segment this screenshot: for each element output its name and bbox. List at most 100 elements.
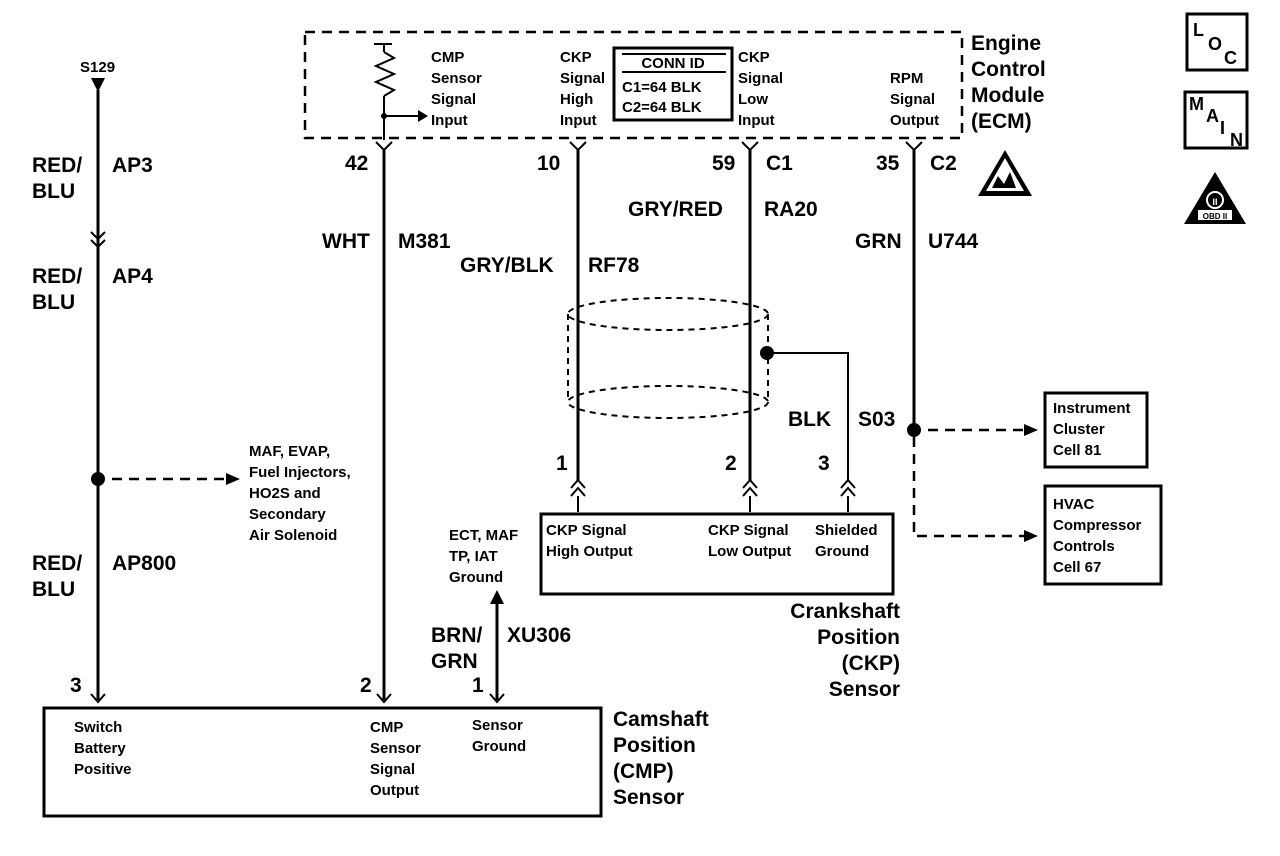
svg-text:CMP: CMP bbox=[370, 719, 403, 736]
svg-text:CKP Signal: CKP Signal bbox=[546, 522, 627, 539]
svg-text:Low: Low bbox=[738, 91, 768, 108]
cmp-sensor-box bbox=[42, 706, 603, 818]
svg-text:2: 2 bbox=[360, 674, 372, 697]
svg-text:42: 42 bbox=[345, 152, 368, 175]
svg-text:U744: U744 bbox=[928, 230, 979, 253]
ecm-ckp-high-input-label: CKP Signal High Input bbox=[560, 49, 605, 129]
svg-text:RED/: RED/ bbox=[32, 265, 82, 288]
svg-text:GRN: GRN bbox=[855, 230, 902, 253]
shield-symbol bbox=[567, 297, 769, 419]
ecm-box bbox=[303, 30, 964, 140]
svg-text:M: M bbox=[1189, 94, 1204, 114]
svg-text:Shielded: Shielded bbox=[815, 522, 878, 539]
arrow-to-hvac-icon bbox=[1024, 530, 1038, 542]
svg-text:RF78: RF78 bbox=[588, 254, 640, 277]
svg-text:Controls: Controls bbox=[1053, 538, 1115, 555]
ckp-sensor-name: Crankshaft Position (CKP) Sensor bbox=[790, 600, 900, 701]
cmp-sensor-name: Camshaft Position (CMP) Sensor bbox=[613, 708, 709, 809]
wire-u744-label: GRN U744 bbox=[855, 230, 979, 253]
cmp-pin-connectors bbox=[90, 693, 505, 704]
svg-text:Fuel Injectors,: Fuel Injectors, bbox=[249, 464, 351, 481]
wire-ap4-label: RED/ BLU AP4 bbox=[32, 265, 153, 314]
svg-text:3: 3 bbox=[818, 452, 830, 475]
svg-text:S03: S03 bbox=[858, 408, 895, 431]
svg-text:HVAC: HVAC bbox=[1053, 496, 1095, 513]
svg-text:WHT: WHT bbox=[322, 230, 370, 253]
svg-text:Sensor: Sensor bbox=[472, 717, 523, 734]
ap3-ap4-connector bbox=[90, 231, 106, 249]
svg-text:C2=64 BLK: C2=64 BLK bbox=[622, 99, 702, 116]
svg-text:2: 2 bbox=[725, 452, 737, 475]
svg-text:AP3: AP3 bbox=[112, 154, 153, 177]
svg-text:Camshaft: Camshaft bbox=[613, 708, 709, 731]
svg-text:CKP: CKP bbox=[560, 49, 592, 66]
svg-text:MAF, EVAP,: MAF, EVAP, bbox=[249, 443, 330, 460]
s129-splice: S129 bbox=[80, 59, 115, 92]
svg-text:Crankshaft: Crankshaft bbox=[790, 600, 900, 623]
svg-text:Output: Output bbox=[370, 782, 419, 799]
svg-text:GRN: GRN bbox=[431, 650, 478, 673]
svg-text:3: 3 bbox=[70, 674, 82, 697]
svg-text:GRY/BLK: GRY/BLK bbox=[460, 254, 554, 277]
ecm-rpm-output-label: RPM Signal Output bbox=[890, 70, 939, 129]
svg-text:Signal: Signal bbox=[890, 91, 935, 108]
ckp-shield-label: Shielded Ground bbox=[815, 522, 878, 560]
svg-text:C1=64 BLK: C1=64 BLK bbox=[622, 79, 702, 96]
wire-ap800-label: RED/ BLU AP800 bbox=[32, 552, 176, 601]
svg-text:10: 10 bbox=[537, 152, 560, 175]
svg-text:Switch: Switch bbox=[74, 719, 122, 736]
wire-rf78-label: GRY/BLK RF78 bbox=[460, 254, 640, 277]
svg-text:Signal: Signal bbox=[738, 70, 783, 87]
svg-text:Cluster: Cluster bbox=[1053, 421, 1105, 438]
svg-text:C2: C2 bbox=[930, 152, 957, 175]
svg-text:Signal: Signal bbox=[370, 761, 415, 778]
svg-text:(CKP): (CKP) bbox=[842, 652, 900, 675]
svg-text:C: C bbox=[1224, 48, 1237, 68]
svg-text:Cell 67: Cell 67 bbox=[1053, 559, 1101, 576]
svg-text:1: 1 bbox=[556, 452, 568, 475]
svg-text:(ECM): (ECM) bbox=[971, 110, 1032, 133]
instrument-cluster-box bbox=[1043, 391, 1149, 469]
conn-id-box: CONN ID C1=64 BLK C2=64 BLK bbox=[612, 46, 734, 122]
ecm-pin-connectors bbox=[375, 141, 923, 152]
svg-text:GRY/RED: GRY/RED bbox=[628, 198, 723, 221]
svg-text:Sensor: Sensor bbox=[829, 678, 900, 701]
svg-text:Battery: Battery bbox=[74, 740, 126, 757]
ground-reference-label: ECT, MAF TP, IAT Ground bbox=[449, 527, 518, 586]
splice-branch-label: MAF, EVAP, Fuel Injectors, HO2S and Seco… bbox=[249, 443, 351, 544]
svg-text:Ground: Ground bbox=[815, 543, 869, 560]
svg-text:Ground: Ground bbox=[472, 738, 526, 755]
svg-text:Air Solenoid: Air Solenoid bbox=[249, 527, 337, 544]
rpm-splice-dot bbox=[907, 423, 921, 437]
ecm-cmp-input-label: CMP Sensor Signal Input bbox=[431, 49, 482, 129]
svg-text:BLU: BLU bbox=[32, 291, 75, 314]
svg-text:M381: M381 bbox=[398, 230, 451, 253]
cmp-pin-numbers: 3 2 1 bbox=[70, 674, 484, 697]
ecm-name: Engine Control Module (ECM) bbox=[971, 32, 1046, 133]
wire-xu306-label: BRN/ GRN XU306 bbox=[431, 624, 571, 673]
arrow-to-cluster-icon bbox=[1024, 424, 1038, 436]
svg-text:Instrument: Instrument bbox=[1053, 400, 1131, 417]
svg-text:HO2S and: HO2S and bbox=[249, 485, 321, 502]
svg-text:Control: Control bbox=[971, 58, 1046, 81]
svg-text:Low Output: Low Output bbox=[708, 543, 791, 560]
svg-text:1: 1 bbox=[472, 674, 484, 697]
esd-warning-icon bbox=[978, 150, 1032, 196]
svg-text:N: N bbox=[1230, 130, 1243, 150]
ckp-sensor-box bbox=[539, 512, 895, 596]
svg-text:Sensor: Sensor bbox=[431, 70, 482, 87]
svg-text:Input: Input bbox=[560, 112, 597, 129]
cmp-input-resistor-symbol bbox=[373, 43, 428, 140]
svg-text:AP4: AP4 bbox=[112, 265, 153, 288]
ckp-low-output-label: CKP Signal Low Output bbox=[708, 522, 791, 560]
svg-text:High: High bbox=[560, 91, 593, 108]
svg-text:C1: C1 bbox=[766, 152, 793, 175]
cmp-ground-label: Sensor Ground bbox=[472, 717, 526, 755]
svg-text:A: A bbox=[1206, 106, 1219, 126]
hvac-label: HVAC Compressor Controls Cell 67 bbox=[1053, 496, 1142, 576]
svg-text:RA20: RA20 bbox=[764, 198, 818, 221]
svg-text:TP, IAT: TP, IAT bbox=[449, 548, 498, 565]
svg-text:Input: Input bbox=[738, 112, 775, 129]
wire-ap3-label: RED/ BLU AP3 bbox=[32, 154, 153, 203]
